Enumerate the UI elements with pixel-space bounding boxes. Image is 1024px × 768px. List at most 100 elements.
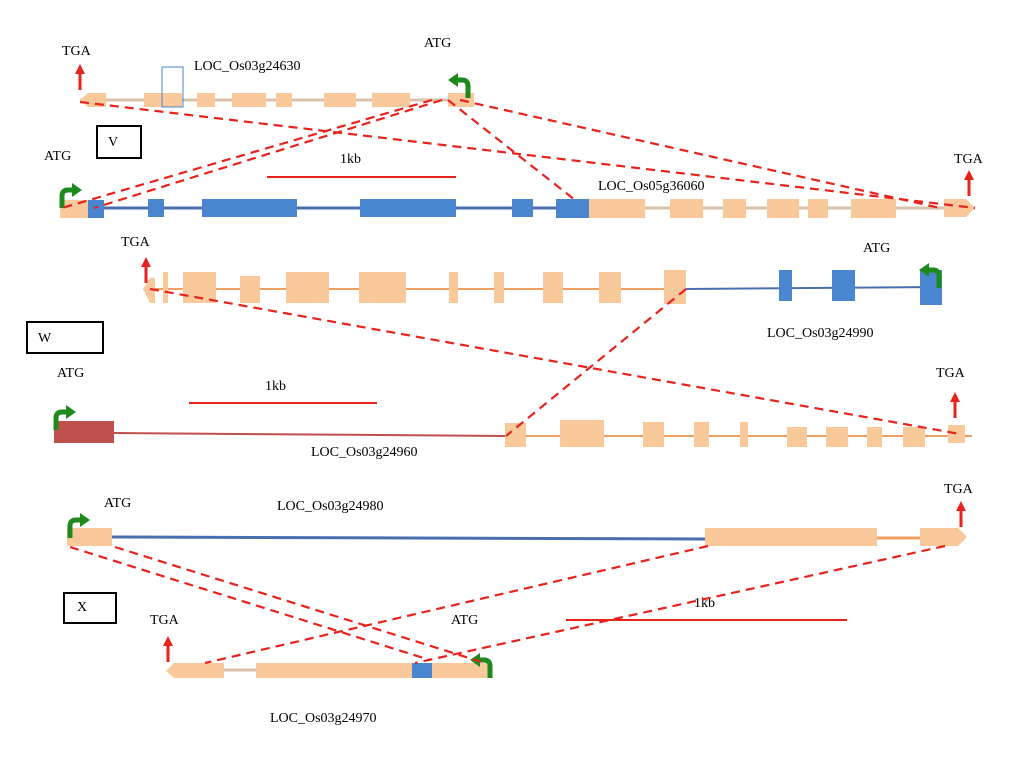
exon <box>556 199 589 218</box>
exon <box>560 420 604 447</box>
red-up-arrow-icon <box>73 62 87 92</box>
start-codon-label: ATG <box>44 149 71 164</box>
utr <box>166 663 224 678</box>
synteny-lines-v <box>61 98 976 210</box>
panel-box-w <box>26 321 104 354</box>
exon <box>148 199 164 217</box>
exon <box>143 278 155 303</box>
gene-loc-os03g24980: ATG TGA LOC_Os03g24980 <box>67 482 974 546</box>
exon <box>240 276 260 303</box>
synteny-line <box>69 545 431 662</box>
utr <box>67 528 112 546</box>
synteny-line <box>79 100 976 210</box>
panel-label-x: X <box>77 600 87 615</box>
red-up-arrow-icon <box>948 390 962 420</box>
exon <box>767 199 799 218</box>
exon <box>412 663 432 678</box>
exon <box>740 422 748 447</box>
exon <box>202 199 297 217</box>
exon <box>372 93 410 107</box>
scale-label: 1kb <box>340 152 361 167</box>
utr <box>54 421 114 443</box>
red-up-arrow-icon <box>954 499 968 529</box>
synteny-line <box>447 99 576 201</box>
exon <box>286 272 329 303</box>
red-up-arrow-icon <box>161 634 175 664</box>
exon <box>359 272 406 303</box>
stop-codon-label: TGA <box>121 235 151 250</box>
gene-name-label: LOC_Os03g24980 <box>277 499 384 514</box>
gene-loc-os03g24970: TGA ATG LOC_Os03g24970 <box>150 613 490 726</box>
gene-name-label: LOC_Os03g24970 <box>270 711 377 726</box>
synteny-line <box>204 544 709 665</box>
exon <box>867 427 882 447</box>
exon <box>360 199 456 217</box>
exon <box>324 93 356 107</box>
intron-line <box>685 286 941 290</box>
synteny-lines-x <box>69 544 946 665</box>
exon <box>664 270 686 304</box>
exon <box>944 199 975 217</box>
start-codon-label: ATG <box>57 366 84 381</box>
panel-x: ATG TGA LOC_Os03g24980 X 1kb TGA ATG LOC… <box>63 482 974 726</box>
exon <box>670 199 703 218</box>
panel-box-v <box>96 125 142 159</box>
synteny-line <box>149 287 961 436</box>
exon <box>256 663 412 678</box>
panel-w: TGA ATG LOC_Os03g24990 W 1kb ATG TG <box>26 235 972 460</box>
intron-line <box>111 535 706 541</box>
scale-label: 1kb <box>265 379 286 394</box>
exon <box>494 272 504 303</box>
synteny-line <box>505 288 687 437</box>
stop-codon-label: TGA <box>150 613 180 628</box>
synteny-lines-w <box>149 287 961 437</box>
exon <box>851 199 896 218</box>
panel-label-v: V <box>108 135 118 150</box>
exon <box>276 93 292 107</box>
synteny-line <box>114 545 486 665</box>
start-codon-label: ATG <box>424 36 451 51</box>
start-codon-label: ATG <box>104 496 131 511</box>
exon <box>920 528 967 546</box>
start-codon-label: ATG <box>451 613 478 628</box>
exon <box>694 422 709 447</box>
gene-name-label: LOC_Os03g24630 <box>194 59 301 74</box>
stop-codon-label: TGA <box>62 44 92 59</box>
synteny-line <box>61 98 433 210</box>
stop-codon-label: TGA <box>954 152 984 167</box>
panel-v: TGA ATG LOC_Os03g24630 V 1kb <box>44 36 984 218</box>
synteny-line <box>459 98 941 210</box>
panel-label-w: W <box>38 331 52 346</box>
exon <box>88 200 104 218</box>
utr <box>60 200 88 218</box>
stop-codon-label: TGA <box>936 366 966 381</box>
scale-label: 1kb <box>694 596 715 611</box>
exon <box>779 270 792 301</box>
stop-codon-label: TGA <box>944 482 974 497</box>
exon <box>643 422 664 447</box>
exon <box>162 93 182 107</box>
gene-loc-os05g36060: ATG TGA LOC_Os05g36060 <box>44 149 984 218</box>
gene-name-label: LOC_Os03g24990 <box>767 326 874 341</box>
exon <box>232 93 266 107</box>
gene-loc-os03g24990: TGA ATG LOC_Os03g24990 <box>121 235 942 341</box>
exon <box>787 427 807 447</box>
exon <box>948 425 965 443</box>
synteny-line <box>414 544 946 665</box>
synteny-line <box>93 98 443 210</box>
exon <box>832 270 855 301</box>
gene-name-label: LOC_Os05g36060 <box>598 179 705 194</box>
exon <box>808 199 828 218</box>
highlight-box <box>161 66 184 108</box>
intron-line <box>113 432 506 437</box>
red-up-arrow-icon <box>962 168 976 198</box>
panel-box-x <box>63 592 117 624</box>
exon <box>432 663 490 678</box>
exon <box>705 528 877 546</box>
exon <box>449 272 458 303</box>
exon <box>589 199 645 218</box>
exon <box>505 423 526 447</box>
gene-loc-os03g24960: ATG TGA LOC_Os03g24960 <box>54 366 972 460</box>
exon <box>512 199 533 217</box>
